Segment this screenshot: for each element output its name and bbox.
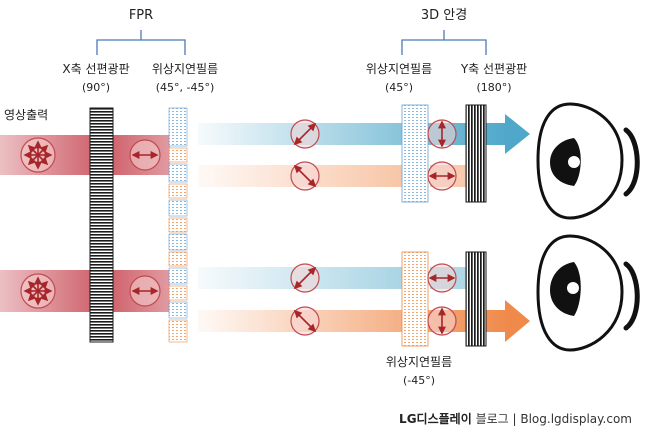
y-polarizer-label: Y축 선편광판 [460,62,528,76]
glasses-group-label: 3D 안경 [420,8,468,23]
glasses-retarder-bottom-angle: (-45°) [402,374,436,387]
fpr-group-label: FPR [128,8,154,23]
x-polarizer-label: X축 선편광판 [62,62,130,76]
orange-beam-bottom [198,310,508,332]
glasses-retarder-top-angle: (45°) [384,81,414,94]
retarder-film-angle: (45°, -45°) [155,81,215,94]
blue-arrowhead-top [505,114,530,154]
y-polarizer-angle: (180°) [476,81,512,94]
orange-arrowhead-bottom [505,300,530,342]
footer-brand: LG디스플레이 [399,412,472,426]
footer-blog: 블로그 | Blog.lgdisplay.com [471,412,632,426]
retarder-film-label: 위상지연필름 [151,62,219,76]
glasses-retarder-top-label: 위상지연필름 [365,62,433,76]
glasses-retarder-bottom-label: 위상지연필름 [385,355,453,369]
glasses-retarder-minus45-bottom [401,251,429,347]
unpolarized-arrows-bottom [23,276,53,306]
eye-icon-bottom [536,234,640,352]
blue-beam-top [198,123,508,145]
footer-credit: LG디스플레이 블로그 | Blog.lgdisplay.com [399,410,632,427]
fpr-bracket [96,30,186,55]
unpolarized-arrows-top [23,140,53,170]
fpr-retarder-film [168,107,188,343]
x-polarizer-angle: (90°) [81,81,111,94]
glasses-bracket [401,30,487,55]
y-polarizer-top [465,104,487,203]
x-polarizer-panel [89,107,114,343]
eye-icon-top [536,102,640,220]
glasses-retarder-45-top [401,104,429,203]
video-output-label: 영상출력 [4,108,49,122]
y-polarizer-bottom [465,251,487,347]
